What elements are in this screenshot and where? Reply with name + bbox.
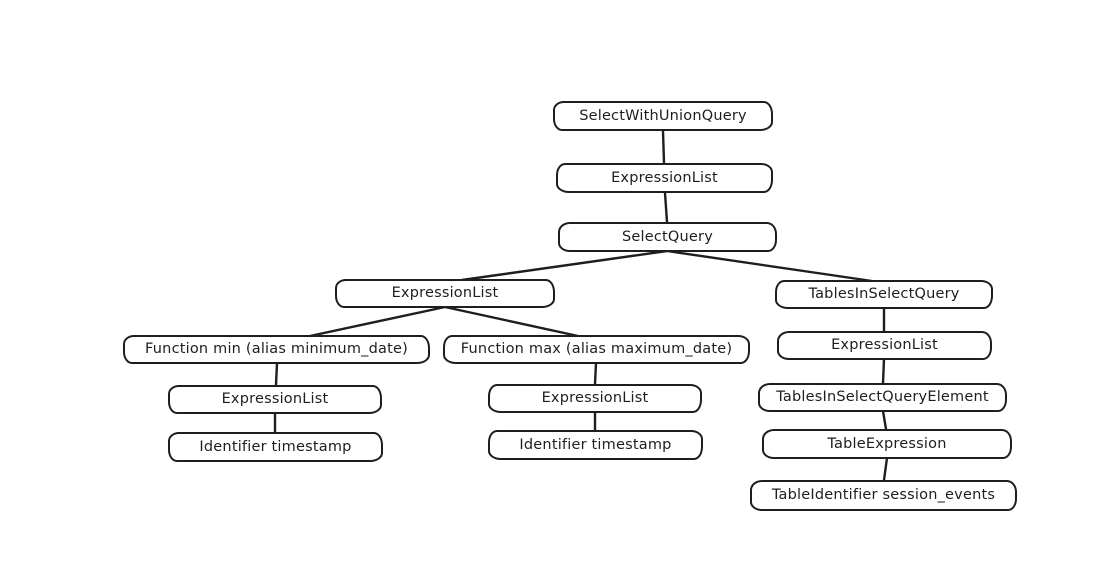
tree-node-tables-in-select-query: TablesInSelectQuery: [775, 280, 993, 309]
node-label: ExpressionList: [221, 391, 329, 408]
node-label: Identifier timestamp: [519, 436, 672, 453]
node-label: ExpressionList: [611, 169, 718, 186]
tree-node-expression-list-top: ExpressionList: [556, 163, 773, 193]
node-label: Identifier timestamp: [199, 438, 352, 455]
tree-node-identifier-timestamp-min: Identifier timestamp: [168, 432, 383, 462]
edge-table-expression--table-identifier: [882, 456, 889, 482]
tree-node-function-min: Function min (alias minimum_date): [123, 335, 430, 364]
tree-node-identifier-timestamp-max: Identifier timestamp: [488, 430, 703, 460]
tree-node-expression-list-max: ExpressionList: [488, 384, 702, 413]
node-label: ExpressionList: [541, 390, 649, 407]
node-label: SelectQuery: [622, 228, 713, 245]
tree-node-function-max: Function max (alias maximum_date): [443, 335, 750, 364]
edge-select-query--expression-list-select: [460, 249, 669, 282]
node-label: Function max (alias maximum_date): [460, 341, 733, 358]
tree-node-expression-list-select: ExpressionList: [335, 279, 555, 308]
tree-node-table-expression: TableExpression: [762, 429, 1012, 459]
edge-function-min--expression-list-min: [274, 361, 279, 387]
node-label: TablesInSelectQuery: [808, 286, 960, 303]
edge-expression-list-select--function-max: [443, 305, 580, 338]
node-label: SelectWithUnionQuery: [579, 107, 747, 124]
tree-node-expression-list-tables: ExpressionList: [777, 331, 992, 360]
node-label: ExpressionList: [391, 285, 499, 302]
edge-expression-list-select--function-min: [308, 305, 447, 338]
edge-expression-list-top--select-query: [663, 191, 669, 224]
edge-select-with-union-query--expression-list-top: [661, 129, 666, 165]
node-label: Function min (alias minimum_date): [145, 341, 408, 358]
edge-function-max--expression-list-max: [593, 361, 598, 386]
node-label: ExpressionList: [831, 337, 938, 354]
tree-node-select-query: SelectQuery: [558, 222, 777, 252]
tree-node-tables-in-select-query-element: TablesInSelectQueryElement: [758, 383, 1007, 412]
edge-select-query--tables-in-select-query: [665, 249, 874, 283]
node-label: TableIdentifier session_events: [771, 487, 996, 504]
tree-node-select-with-union-query: SelectWithUnionQuery: [553, 101, 773, 131]
tree-node-table-identifier: TableIdentifier session_events: [750, 480, 1017, 511]
node-label: TablesInSelectQueryElement: [776, 389, 989, 406]
node-label: TableExpression: [827, 435, 947, 452]
edge-expression-list-tables--tables-in-select-query-element: [881, 357, 886, 385]
edge-tables-in-select-query-element--table-expression: [881, 409, 888, 431]
tree-node-expression-list-min: ExpressionList: [168, 385, 382, 414]
